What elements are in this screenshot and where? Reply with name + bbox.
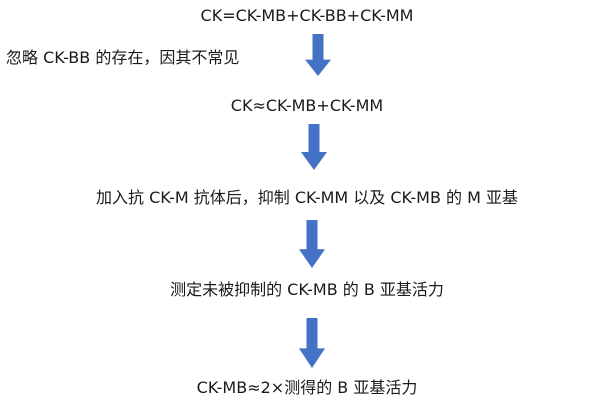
annotation-ignore-ckbb: 忽略 CK-BB 的存在，因其不常见 — [6, 48, 240, 67]
flow-step-measure-b-subunit: 测定未被抑制的 CK-MB 的 B 亚基活力 — [170, 280, 444, 299]
down-arrow-icon — [305, 34, 331, 76]
flow-step-ckmb-result-equation: CK-MB≈2×测得的 B 亚基活力 — [196, 378, 418, 397]
down-arrow-icon — [299, 220, 325, 268]
flow-step-add-anti-ckm-antibody: 加入抗 CK-M 抗体后，抑制 CK-MM 以及 CK-MB 的 M 亚基 — [96, 188, 518, 207]
down-arrow-icon — [299, 318, 325, 368]
down-arrow-icon — [301, 124, 327, 170]
flow-step-ck-approx-equation: CK≈CK-MB+CK-MM — [230, 96, 384, 115]
flow-step-ck-total-equation: CK=CK-MB+CK-BB+CK-MM — [200, 6, 414, 25]
